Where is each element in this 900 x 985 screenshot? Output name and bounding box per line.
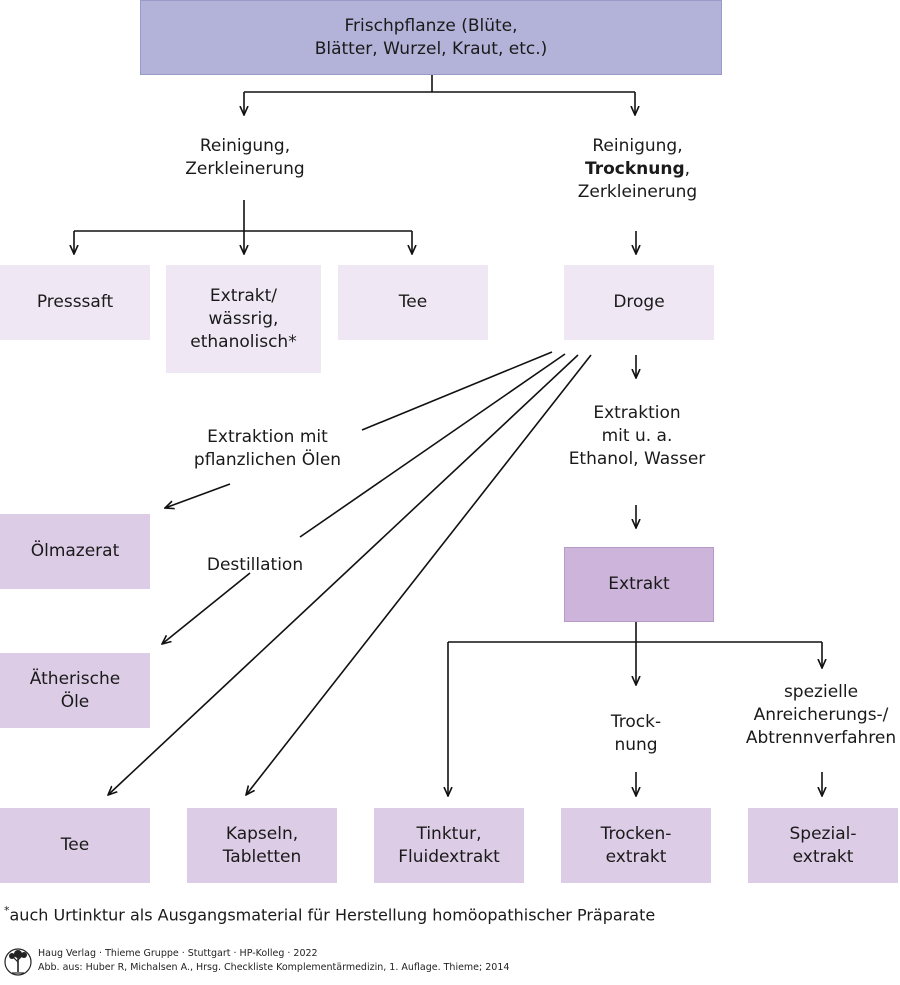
credit-line1: Haug Verlag · Thieme Gruppe · Stuttgart … bbox=[38, 948, 318, 959]
node-presssaft-label: Presssaft bbox=[36, 292, 114, 312]
label-right-process-line1: Reinigung, bbox=[592, 136, 683, 156]
node-droge-label: Droge bbox=[613, 292, 665, 312]
label-trocknung-bold: Trocknung bbox=[584, 159, 685, 179]
node-aetherische-oele: Ätherische Öle bbox=[0, 653, 150, 728]
node-spezialextrakt: Spezial- extrakt bbox=[748, 808, 898, 883]
node-spezialextrakt-label: Spezial- extrakt bbox=[789, 823, 857, 867]
label-spezielle: spezielle Anreicherungs-/ Abtrennverfahr… bbox=[745, 682, 897, 748]
label-destillation: Destillation bbox=[206, 555, 304, 575]
node-kapseln-label: Kapseln, Tabletten bbox=[222, 823, 302, 867]
label-trocknung: Trock- nung bbox=[610, 712, 662, 755]
node-tee-top-label: Tee bbox=[398, 292, 428, 312]
node-tinktur-label: Tinktur, Fluidextrakt bbox=[398, 823, 500, 867]
node-trockenextrakt-label: Trocken- extrakt bbox=[600, 823, 672, 867]
node-frischpflanze: Frischpflanze (Blüte, Blätter, Wurzel, K… bbox=[140, 0, 722, 75]
node-tinktur: Tinktur, Fluidextrakt bbox=[374, 808, 524, 883]
node-tee-bottom-label: Tee bbox=[60, 835, 90, 855]
node-aetherische-oele-label: Ätherische Öle bbox=[29, 668, 121, 712]
node-droge: Droge bbox=[564, 265, 714, 340]
credit-line2: Abb. aus: Huber R, Michalsen A., Hrsg. C… bbox=[38, 962, 510, 973]
node-extrakt-label: Extrakt bbox=[608, 574, 670, 594]
node-extrakt-waessrig-label: Extrakt/ wässrig, ethanolisch* bbox=[190, 285, 297, 352]
node-presssaft: Presssaft bbox=[0, 265, 150, 340]
node-tee-bottom: Tee bbox=[0, 808, 150, 883]
node-frischpflanze-label: Frischpflanze (Blüte, Blätter, Wurzel, K… bbox=[314, 15, 548, 59]
node-kapseln: Kapseln, Tabletten bbox=[187, 808, 337, 883]
label-left-process: Reinigung, Zerkleinerung bbox=[185, 136, 305, 179]
label-right-process-line2: Trocknung, bbox=[545, 158, 730, 181]
node-oelmazerat-label: Ölmazerat bbox=[30, 541, 120, 561]
label-extraction-ethanol: Extraktion mit u. a. Ethanol, Wasser bbox=[568, 403, 706, 469]
footnote-marker: * bbox=[4, 904, 10, 917]
tree-logo-icon bbox=[4, 948, 32, 976]
node-oelmazerat: Ölmazerat bbox=[0, 514, 150, 589]
node-trockenextrakt: Trocken- extrakt bbox=[561, 808, 711, 883]
node-tee-top: Tee bbox=[338, 265, 488, 340]
label-extraction-oils: Extraktion mit pflanzlichen Ölen bbox=[193, 427, 342, 470]
footnote-text: auch Urtinktur als Ausgangsmaterial für … bbox=[9, 905, 656, 925]
label-comma: , bbox=[684, 159, 691, 179]
node-extrakt-waessrig: Extrakt/ wässrig, ethanolisch* bbox=[166, 265, 321, 373]
node-extrakt: Extrakt bbox=[564, 547, 714, 622]
label-right-process: Reinigung, Trocknung, Zerkleinerung bbox=[545, 135, 730, 204]
footnote: *auch Urtinktur als Ausgangsmaterial für… bbox=[4, 900, 655, 926]
label-right-process-line3: Zerkleinerung bbox=[577, 182, 698, 202]
